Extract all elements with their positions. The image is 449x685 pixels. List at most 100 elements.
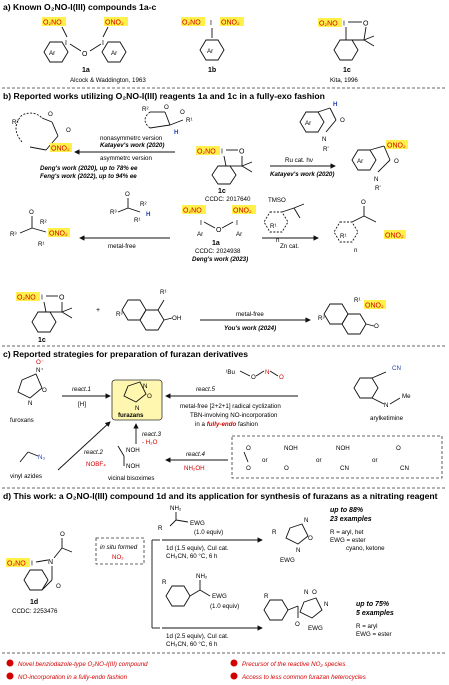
b-row3-product: R³ O R¹ ONO₂ [318,297,386,335]
svg-text:Access to less common furazan: Access to less common furazan heterocycl… [241,674,366,681]
bisoximes-label: vicinal bisoximes [108,475,154,482]
ccdc-1c: CCDC: 2017640 [205,196,251,203]
b-row3-1c: O₂NO I O 1c [16,292,73,344]
furoxans-structure: N⁺ O⁻ O N furoxans [10,359,47,424]
svg-text:R¹: R¹ [270,223,277,230]
svg-text:NH₂: NH₂ [170,505,182,512]
svg-text:R: R [264,593,269,600]
b-right-product: Ar ONO₂ O N R' [351,140,408,192]
svg-text:H: H [146,211,151,218]
svg-text:ONO₂: ONO₂ [105,20,124,27]
r2-cond1: 1d (2.5 equiv), CuI cat. [166,633,229,640]
b-top-substrate: R² O O R¹ H [142,104,193,136]
katayev-2020-label: Katayev's work (2020) [100,142,164,149]
svg-text:O: O [396,445,401,452]
svg-text:R: R [272,529,277,536]
svg-text:O: O [29,209,34,216]
asym-label: asymmetrc version [100,155,152,162]
svg-text:R¹: R¹ [134,217,141,224]
svg-text:O: O [239,149,245,156]
svg-text:R²: R² [140,201,147,208]
svg-text:N⁺: N⁺ [36,367,44,374]
dicarbonyl-box [231,435,443,479]
r2-examples: 5 examples [356,610,394,617]
svg-text:Ar: Ar [305,120,311,127]
svg-text:O: O [66,127,71,134]
d-product2: R O O N N EWG [263,589,328,632]
svg-text:R¹: R¹ [354,297,361,304]
svg-text:R¹: R¹ [160,289,167,296]
metal-free-label: metal-free [108,243,136,250]
svg-text:O: O [312,589,317,596]
svg-text:R²: R² [142,106,149,113]
svg-text:CN: CN [392,365,401,372]
svg-text:R²: R² [40,219,47,226]
r1-examples: 23 examples [329,516,372,523]
svg-text:I: I [210,20,212,27]
compound-1c: O₂NO I O 1c [318,18,375,74]
svg-text:NH₂: NH₂ [196,573,208,580]
svg-text:O: O [246,465,251,472]
ccdc-1d: CCDC: 2253476 [12,608,58,615]
svg-text:ONO₂: ONO₂ [51,146,70,153]
svg-text:1a: 1a [212,240,220,247]
svg-text:N: N [384,402,388,409]
svg-text:O: O [308,535,313,542]
svg-text:O: O [246,445,251,452]
svg-text:O: O [216,227,222,234]
svg-text:O: O [374,323,379,330]
metal-free2-label: metal-free [236,311,264,318]
furazans-box: N O N furazans [111,379,163,421]
bisoxime-structure: NOH NOH vicinal bisoximes [108,445,154,482]
svg-text:Ar: Ar [197,231,203,238]
svg-text:in situ formed: in situ formed [100,544,138,551]
svg-text:R: R [162,579,167,586]
tbn-reagent: ᵗBu O N O [226,369,284,381]
svg-text:Ar: Ar [49,50,55,57]
svg-text:Ar: Ar [207,48,213,55]
label-1b: 1b [208,67,216,74]
svg-text:CN: CN [400,465,409,472]
svg-text:O: O [59,295,65,302]
svg-text:ONO₂: ONO₂ [233,208,252,215]
svg-text:Ar: Ar [236,231,242,238]
dicarbonyl-options: O O or NOH O or NOH CN or O CN [243,445,409,472]
label-1c: 1c [343,67,351,74]
svg-text:NOH: NOH [126,463,140,470]
svg-text:O: O [147,393,152,400]
section-b-heading: b) Reported works utilizing O₂NO-I(III) … [3,91,325,101]
svg-text:O: O [363,21,369,28]
svg-text:EWG = ester: EWG = ester [356,631,392,638]
svg-text:H: H [174,129,179,136]
star-icon [230,672,238,680]
footer-bullet-2: Precursor of the reactive NO₂ species [230,659,345,668]
svg-text:NOH: NOH [336,445,350,452]
section-c-heading: c) Reported strategies for preparation o… [3,349,248,359]
svg-text:ONO₂: ONO₂ [385,233,404,240]
svg-text:R = aryl, het: R = aryl, het [330,529,364,536]
svg-text:R³: R³ [116,311,123,318]
svg-text:N: N [304,589,308,596]
svg-text:O: O [60,531,65,538]
star-icon [6,672,14,680]
b-row2-right-substrate: TMSO R¹ n [263,197,305,244]
b-right-substrate: Ar H O N R' [299,101,345,153]
svg-text:N: N [143,383,147,390]
b-row3-naphthol: R³ R¹ OH [116,289,181,331]
svg-text:NO-incorporation in a fully-en: NO-incorporation in a fully-endo fashion [18,674,128,681]
svg-text:R³: R³ [10,231,17,238]
svg-text:NOH: NOH [284,445,298,452]
svg-text:n: n [276,237,280,244]
svg-text:R = aryl: R = aryl [356,623,378,630]
svg-text:O₂NO: O₂NO [183,208,202,215]
r1-yield: up to 88% [330,507,364,514]
b-row2-product: R³ O R² R¹ ONO₂ [10,209,70,248]
svg-text:Me: Me [402,393,411,400]
svg-text:EWG: EWG [280,557,295,564]
compound-1d: O₂NO I N O O 1d CCDC: 2253476 [6,531,73,615]
deng-2023-label: Deng's work (2023) [192,256,248,263]
svg-text:O₂NO: O₂NO [17,295,36,302]
svg-text:- H₂O: - H₂O [142,439,158,446]
b-left-product: R² O ONO₂ O [12,111,72,153]
svg-text:O: O [164,104,169,111]
